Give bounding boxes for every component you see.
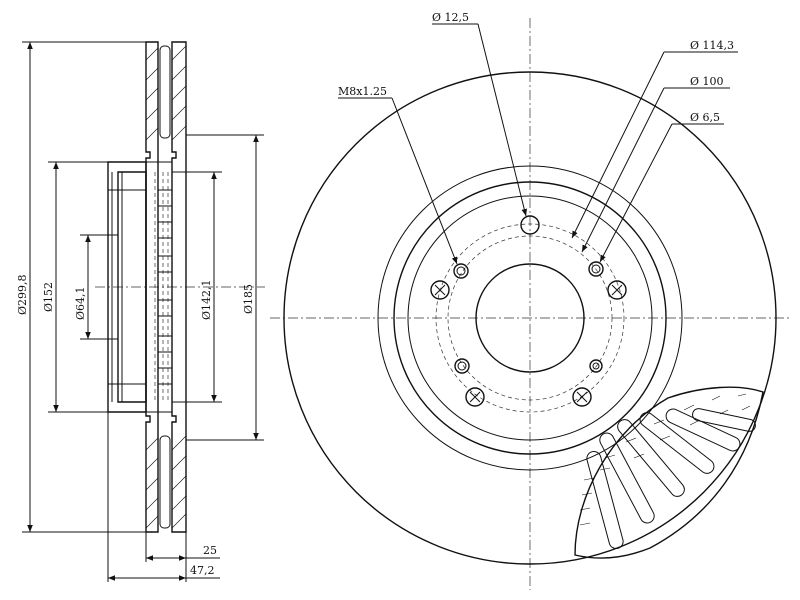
dim-width-472-label: 47,2	[190, 564, 215, 577]
dim-width-472: 47,2	[107, 412, 220, 582]
dim-width-25: 25	[145, 532, 220, 562]
threaded-hole	[454, 358, 470, 374]
leader-thread: M8x1.25	[338, 85, 458, 265]
center-bore	[475, 263, 585, 373]
wheel-stud-holes	[430, 215, 627, 407]
label-pcd-1143: Ø 114,3	[690, 39, 734, 52]
dim-width-25-label: 25	[203, 544, 217, 557]
dim-outer-diameter: Ø299,8	[16, 41, 146, 533]
dim-hat-label: Ø142,1	[200, 279, 213, 320]
stud-hole	[607, 280, 627, 300]
threaded-hole	[588, 261, 604, 277]
stud-hole	[465, 387, 485, 407]
dim-center-bore: Ø64,1	[74, 234, 118, 340]
front-view: Ø 12,5 Ø 114,3 Ø 100 Ø 6,5 M8x1.25	[270, 11, 790, 590]
threaded-hole	[589, 359, 603, 373]
hat-inner-edge	[407, 195, 653, 441]
label-d100: Ø 100	[690, 75, 724, 88]
label-thread: M8x1.25	[338, 85, 387, 98]
dim-center-label: Ø64,1	[74, 286, 87, 320]
hat-outer-edge	[393, 181, 667, 455]
threaded-hole	[453, 263, 469, 279]
bolt-circle	[435, 223, 625, 413]
friction-inner-edge	[377, 165, 683, 471]
label-hole-65: Ø 6,5	[690, 111, 720, 124]
dim-friction-label: Ø185	[242, 284, 255, 314]
rotor-hat	[107, 161, 172, 413]
stud-hole	[572, 387, 592, 407]
dim-hub-diameter: Ø152	[42, 161, 108, 413]
leader-pcd-1143: Ø 114,3	[571, 39, 738, 239]
stud-hole	[430, 280, 450, 300]
leader-hole-65: Ø 6,5	[599, 111, 724, 263]
leader-d100: Ø 100	[581, 75, 730, 253]
dim-outer-label: Ø299,8	[16, 274, 29, 315]
leader-hole-125: Ø 12,5	[432, 11, 528, 217]
vent-cutaway	[574, 386, 764, 559]
dim-friction-diameter: Ø185	[186, 134, 264, 441]
side-bolt-holes	[157, 189, 173, 385]
stud-hole	[520, 215, 540, 235]
label-hole-125: Ø 12,5	[432, 11, 469, 24]
side-view: Ø299,8 Ø152 Ø64,1 Ø142,1 Ø18	[16, 41, 265, 582]
inner-pcd-circle	[447, 235, 613, 401]
dim-hat-diameter: Ø142,1	[172, 171, 222, 403]
dim-hub-label: Ø152	[42, 282, 55, 312]
disc-outer-edge	[283, 71, 777, 565]
threaded-holes	[453, 261, 604, 374]
